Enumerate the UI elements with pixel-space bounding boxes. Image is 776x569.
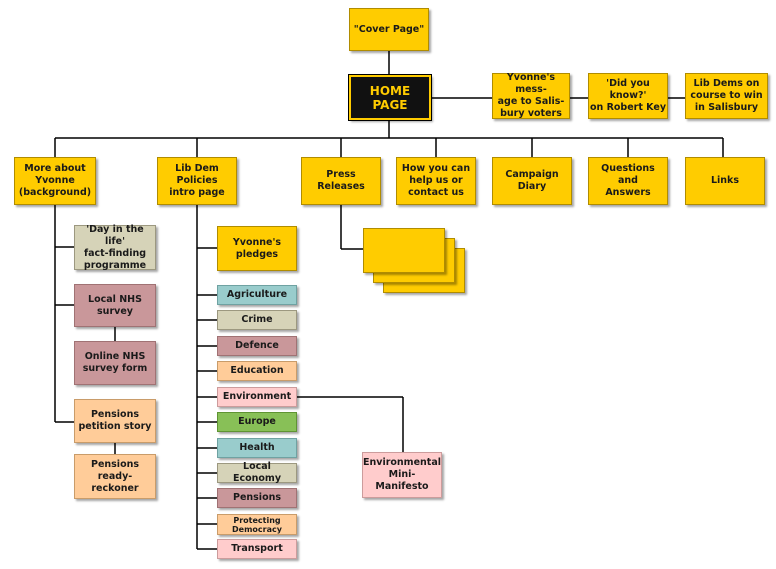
links-box: Links bbox=[685, 157, 765, 205]
policy-environment: Environment bbox=[217, 387, 297, 407]
campaign-diary-box: Campaign Diary bbox=[492, 157, 572, 205]
home-page-box: HOME PAGE bbox=[348, 74, 432, 121]
pledges-box: Yvonne's pledges bbox=[217, 226, 297, 271]
how-help-box: How you can help us or contact us bbox=[396, 157, 476, 205]
policy-crime: Crime bbox=[217, 310, 297, 330]
policy-protecting-democracy: Protecting Democracy bbox=[217, 514, 297, 535]
did-you-know-box: 'Did you know?' on Robert Key bbox=[588, 73, 668, 119]
policy-local-economy: Local Economy bbox=[217, 461, 297, 484]
day-in-life-box: 'Day in the life' fact-finding programme bbox=[74, 224, 156, 271]
pensions-ready-reckoner-box: Pensions ready- reckoner bbox=[74, 454, 156, 499]
policy-pensions: Pensions bbox=[217, 488, 297, 508]
environmental-mini-manifesto-box: Environmental Mini- Manifesto bbox=[362, 452, 442, 498]
press-releases-box: Press Releases bbox=[301, 157, 381, 205]
press-release-page bbox=[363, 228, 445, 273]
policy-transport: Transport bbox=[217, 539, 297, 559]
questions-box: Questions and Answers bbox=[588, 157, 668, 205]
yvonne-message-box: Yvonne's mess- age to Salis- bury voters bbox=[492, 72, 570, 119]
policy-defence: Defence bbox=[217, 336, 297, 356]
more-about-yvonne-box: More about Yvonne (background) bbox=[14, 157, 96, 205]
online-nhs-survey-box: Online NHS survey form bbox=[74, 341, 156, 385]
policy-europe: Europe bbox=[217, 412, 297, 432]
policy-education: Education bbox=[217, 361, 297, 381]
pensions-petition-box: Pensions petition story bbox=[74, 399, 156, 443]
policy-health: Health bbox=[217, 438, 297, 458]
lib-dems-course-box: Lib Dems on course to win in Salisbury bbox=[685, 73, 768, 119]
policy-agriculture: Agriculture bbox=[217, 285, 297, 305]
policies-intro-box: Lib Dem Policies intro page bbox=[157, 157, 237, 205]
local-nhs-survey-box: Local NHS survey bbox=[74, 284, 156, 327]
cover-page-box: "Cover Page" bbox=[349, 8, 429, 51]
